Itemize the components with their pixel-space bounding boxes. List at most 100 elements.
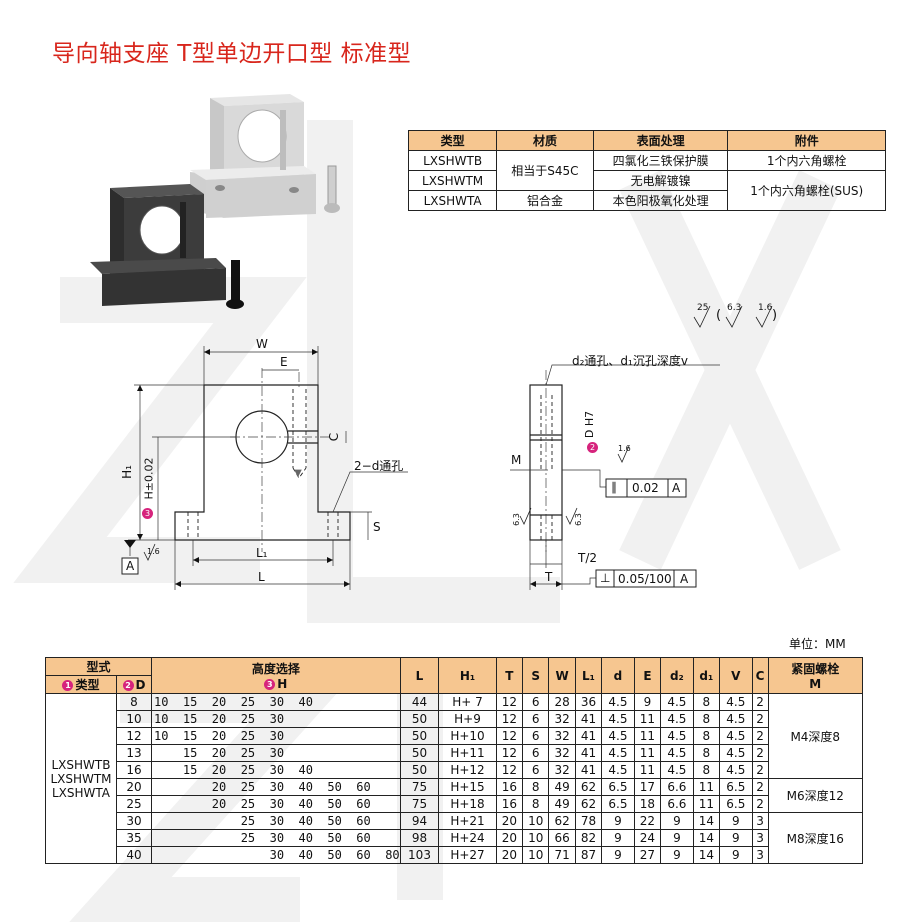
- value-cell: 4.5: [719, 727, 753, 745]
- value-cell: 11: [692, 778, 721, 796]
- value-cell: 4.5: [601, 761, 635, 779]
- value-cell: 14: [692, 846, 721, 864]
- value-cell: 12: [495, 727, 524, 745]
- col-l: L: [399, 657, 440, 694]
- roughness-25: 25: [697, 303, 709, 313]
- value-cell: H+ 7: [438, 693, 497, 711]
- value-cell: H+21: [438, 812, 497, 830]
- height-options-cell: 20 25 30 40 50 60: [151, 778, 401, 796]
- value-cell: 10: [522, 812, 550, 830]
- header-bolt: 紧固螺栓 M: [767, 657, 863, 694]
- col-c: C: [751, 657, 769, 694]
- value-cell: 8: [522, 778, 550, 796]
- bolt-cell: M6深度12: [767, 778, 863, 813]
- value-cell: 17: [633, 778, 662, 796]
- value-cell: 50: [399, 727, 440, 745]
- value-cell: 4.5: [601, 710, 635, 728]
- value-cell: 8: [522, 795, 550, 813]
- value-cell: 41: [574, 710, 603, 728]
- header-bolt-sub: M: [809, 677, 822, 691]
- col-d1: d₁: [692, 657, 721, 694]
- value-cell: 8: [692, 761, 721, 779]
- height-options-cell: 10 15 20 25 30: [151, 727, 401, 745]
- height-sub-label: H: [277, 677, 288, 691]
- value-cell: 4.5: [660, 761, 694, 779]
- value-cell: 2: [751, 710, 769, 728]
- value-cell: 75: [399, 778, 440, 796]
- value-cell: 6.5: [601, 795, 635, 813]
- value-cell: 4.5: [660, 710, 694, 728]
- value-cell: 36: [574, 693, 603, 711]
- value-cell: 50: [399, 710, 440, 728]
- value-cell: 14: [692, 812, 721, 830]
- d-cell: 35: [116, 829, 152, 847]
- col-w: W: [548, 657, 576, 694]
- value-cell: 50: [399, 761, 440, 779]
- value-cell: 10: [522, 829, 550, 847]
- dim-s: S: [373, 520, 381, 534]
- d-cell: 13: [116, 744, 152, 762]
- header-type: 类型: [407, 130, 498, 151]
- value-cell: 2: [751, 761, 769, 779]
- value-cell: H+11: [438, 744, 497, 762]
- value-cell: 16: [495, 795, 524, 813]
- material-table: 类型 材质 表面处理 附件 LXSHWTB 相当于S45C 四氯化三铁保护膜 1…: [407, 130, 886, 211]
- dim-t2: T/2: [578, 551, 598, 565]
- datum-a-left: A: [126, 559, 135, 573]
- col-t: T: [495, 657, 524, 694]
- value-cell: 11: [633, 727, 662, 745]
- value-cell: 78: [574, 812, 603, 830]
- value-cell: 8: [692, 693, 721, 711]
- unit-label: 单位：MM: [789, 637, 846, 651]
- value-cell: 4.5: [601, 727, 635, 745]
- value-cell: 8: [692, 710, 721, 728]
- height-number: 3: [264, 679, 276, 690]
- value-cell: 9: [719, 829, 753, 847]
- value-cell: 9: [719, 812, 753, 830]
- d-cell: 40: [116, 846, 152, 864]
- value-cell: 4.5: [601, 693, 635, 711]
- dim-l1: L₁: [256, 546, 268, 560]
- dim-c: C: [327, 432, 342, 442]
- value-cell: 4.5: [660, 744, 694, 762]
- dim-h1: H₁: [119, 465, 134, 479]
- value-cell: 4.5: [719, 761, 753, 779]
- col-d2: d₂: [660, 657, 694, 694]
- value-cell: 41: [574, 761, 603, 779]
- parallel-value: 0.02: [632, 481, 659, 495]
- roughness-left: 1.6: [147, 547, 160, 556]
- value-cell: 20: [495, 829, 524, 847]
- d-cell: 20: [116, 778, 152, 796]
- col-h1: H₁: [438, 657, 497, 694]
- roughness-16: 1.6: [758, 303, 773, 313]
- dim-hole-note: 2−d通孔: [354, 459, 404, 473]
- value-cell: 18: [633, 795, 662, 813]
- product-photo: [90, 94, 340, 309]
- value-cell: 6: [522, 727, 550, 745]
- value-cell: 6: [522, 693, 550, 711]
- value-cell: 6.5: [719, 778, 753, 796]
- value-cell: 94: [399, 812, 440, 830]
- value-cell: 49: [548, 778, 576, 796]
- d-number: 2: [122, 679, 134, 691]
- value-cell: 20: [495, 812, 524, 830]
- dim-w: W: [256, 337, 268, 351]
- perp-symbol: ⊥: [600, 571, 611, 585]
- value-cell: 82: [574, 829, 603, 847]
- value-cell: 11: [633, 710, 662, 728]
- value-cell: 4.5: [719, 710, 753, 728]
- parallel-symbol: ∥: [611, 480, 617, 494]
- value-cell: 11: [633, 761, 662, 779]
- perp-value: 0.05/100: [618, 572, 672, 586]
- value-cell: 49: [548, 795, 576, 813]
- value-cell: 2: [751, 778, 769, 796]
- value-cell: 62: [548, 812, 576, 830]
